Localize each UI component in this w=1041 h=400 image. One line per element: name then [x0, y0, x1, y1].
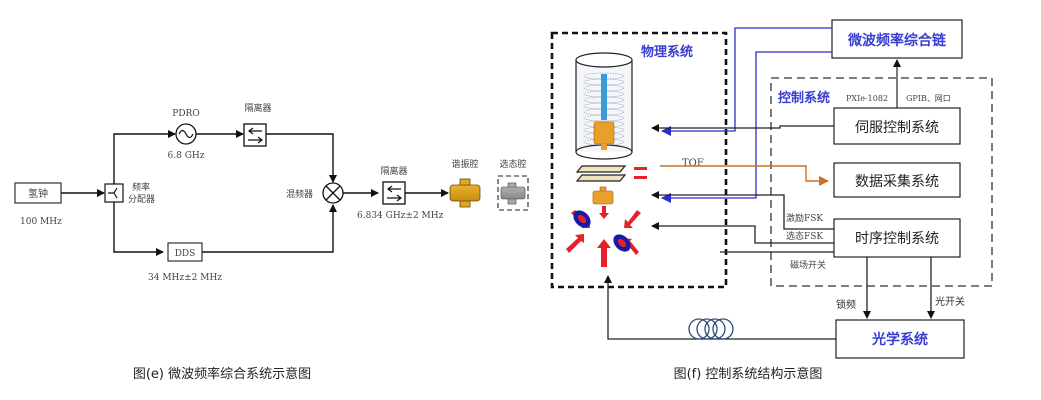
tof-to-daq-line [660, 165, 829, 186]
tof-label: TOF [682, 158, 704, 169]
figure-e-caption: 图(e) 微波频率综合系统示意图 [133, 366, 311, 382]
pdro-oscillator-icon [175, 123, 197, 145]
bus-label: PXIe-1082 [846, 94, 888, 103]
splitter-label-line2: 分配器 [128, 194, 155, 205]
dds-label: DDS [175, 249, 196, 259]
timing-control-label: 时序控制系统 [855, 231, 939, 247]
excite-fsk-label: 激励FSK [786, 212, 823, 224]
splitter-to-pdro-line [113, 130, 176, 184]
interface-label: GPIB、网口 [906, 94, 951, 103]
isolator-output-icon [382, 181, 406, 205]
microwave-to-physics-line-1 [661, 27, 832, 136]
dds-box: DDS [167, 242, 203, 262]
figure-f-control-system: 物理系统 [550, 19, 993, 382]
mixer-icon [322, 182, 344, 204]
timing-control-box: 时序控制系统 [833, 218, 961, 258]
select-fsk-label: 选态FSK [786, 230, 823, 242]
selection-cavity-icon [497, 175, 529, 211]
pdro-label: PDRO [172, 109, 199, 119]
optical-fiber-coil-icon [688, 318, 734, 340]
control-system-boundary [770, 77, 993, 287]
detection-laser-icon [634, 167, 647, 179]
optical-fiber-line [604, 275, 836, 340]
data-acquisition-box: 数据采集系统 [833, 162, 961, 198]
detection-plates-icon [575, 165, 627, 182]
dds-to-mixer-line [202, 204, 337, 253]
data-acquisition-label: 数据采集系统 [855, 173, 939, 190]
excite-fsk-line [651, 191, 834, 230]
atomic-fountain-cylinder-icon [575, 52, 633, 160]
frequency-splitter [104, 183, 124, 203]
isolator-top-icon [243, 123, 267, 147]
isolator-output-label: 隔离器 [380, 165, 407, 177]
resonant-cavity-icon [449, 178, 481, 208]
microwave-to-physics-line-2 [661, 51, 832, 203]
microwave-chain-label: 微波频率综合链 [847, 32, 947, 49]
optics-system-label: 光学系统 [871, 331, 928, 348]
isolator-top-label: 隔离器 [244, 102, 271, 114]
hydrogen-clock-label: 氢钟 [28, 187, 48, 200]
splitter-to-dds-line [113, 202, 164, 256]
dds-frequency: 34 MHz±2 MHz [148, 273, 222, 283]
light-switch-label: 光开关 [935, 295, 965, 308]
select-fsk-line [651, 222, 834, 244]
output-frequency: 6.834 GHz±2 MHz [357, 211, 444, 221]
servo-control-label: 伺服控制系统 [855, 120, 939, 136]
servo-control-box: 伺服控制系统 [833, 107, 961, 145]
magnet-switch-label: 磁场开关 [790, 259, 826, 271]
physics-system-boundary [550, 31, 728, 289]
servo-to-physics-line [651, 124, 834, 132]
splitter-label-line1: 频率 [132, 181, 150, 193]
figure-f-caption: 图(f) 控制系统结构示意图 [674, 366, 823, 382]
physics-system-label: 物理系统 [641, 44, 693, 60]
figure-e-microwave-synthesis: 氢钟 100 MHz 频率 分配器 PDRO 6.8 GHz 隔离器 [14, 102, 529, 382]
optics-system-box: 光学系统 [835, 319, 965, 359]
microwave-synthesis-chain-box: 微波频率综合链 [831, 19, 963, 59]
cavity-label: 谐振腔 [451, 158, 478, 170]
lock-frequency-label: 锁频 [836, 298, 856, 311]
pdro-frequency: 6.8 GHz [168, 151, 205, 161]
hydrogen-clock-box: 氢钟 [14, 182, 62, 204]
mixer-label: 混频器 [286, 188, 313, 200]
selection-cavity-label: 选态腔 [499, 158, 526, 170]
mot-cavity-icon [592, 186, 614, 205]
control-system-label: 控制系统 [778, 90, 830, 106]
magnetic-coil-icon [573, 210, 631, 252]
clock-frequency: 100 MHz [20, 217, 62, 227]
isolator-to-mixer-line [266, 133, 337, 183]
